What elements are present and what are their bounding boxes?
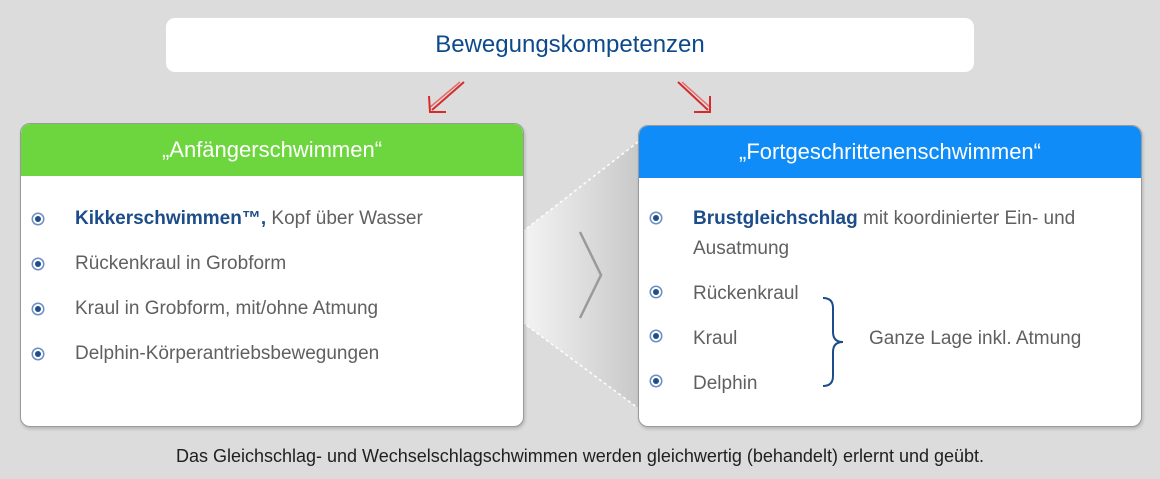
list-item: Rückenkraul xyxy=(693,283,799,304)
list-item-bold: Kikkerschwimmen™, xyxy=(75,208,267,229)
advanced-panel: „Fortgeschrittenenschwimmen“ Brustgleich… xyxy=(638,125,1142,427)
curly-brace-icon xyxy=(822,297,844,387)
list-item: Delphin xyxy=(693,373,758,394)
arrow-down-right-icon xyxy=(677,81,712,113)
beginner-panel-header: „Anfängerschwimmen“ xyxy=(21,124,523,176)
list-item-rest: mit koordinierter Ein- und xyxy=(857,208,1076,229)
list-item: Kraul in Grobform, mit/ohne Atmung xyxy=(75,298,379,319)
list-item: Kraul xyxy=(693,328,738,349)
list-item-bold: Brustgleichschlag xyxy=(693,208,858,229)
chevron-right-icon xyxy=(578,231,603,319)
bullet-icon xyxy=(35,216,41,222)
footer-note: Das Gleichschlag- und Wechselschlagschwi… xyxy=(175,446,985,466)
bullet-icon xyxy=(35,351,41,357)
bullet-icon xyxy=(653,289,659,295)
group-label: Ganze Lage inkl. Atmung xyxy=(869,328,1082,349)
main-title: Bewegungskompetenzen xyxy=(166,18,974,72)
list-item-continuation: Ausatmung xyxy=(693,238,790,259)
list-item-rest: Kopf über Wasser xyxy=(266,208,423,229)
bullet-icon xyxy=(653,333,659,339)
bullet-icon xyxy=(35,306,41,312)
beginner-panel: „Anfängerschwimmen“ Kikkerschwimmen™, Ko… xyxy=(20,123,524,427)
bullet-icon xyxy=(35,261,41,267)
main-title-text: Bewegungskompetenzen xyxy=(435,31,705,58)
list-item: Rückenkraul in Grobform xyxy=(75,253,287,274)
list-item: Kikkerschwimmen™, Kopf über Wasser xyxy=(75,204,423,234)
bullet-icon xyxy=(653,215,659,221)
list-item: Brustgleichschlag mit koordinierter Ein-… xyxy=(693,204,1075,234)
bullet-icon xyxy=(653,378,659,384)
list-item: Delphin-Körperantriebsbewegungen xyxy=(75,343,380,364)
advanced-panel-header: „Fortgeschrittenenschwimmen“ xyxy=(639,126,1141,178)
arrow-down-left-icon xyxy=(428,81,465,113)
